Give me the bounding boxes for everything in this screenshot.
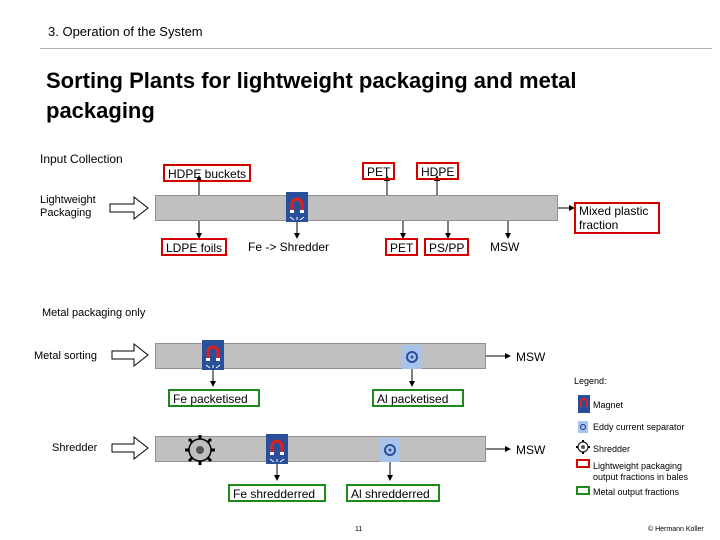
page-number: 11 xyxy=(355,526,363,533)
output-msw-lightweight: MSW xyxy=(490,240,520,254)
input-arrow-lightweight xyxy=(109,195,149,221)
output-fe-packetised: Fe packetised xyxy=(168,389,260,407)
footer-author: © Hermann Koller xyxy=(648,526,704,533)
input-arrow-metal-sorting xyxy=(111,342,149,368)
legend-magnet-icon xyxy=(578,395,590,413)
output-ps-pp: PS/PP xyxy=(424,238,470,256)
eddy-current-separator-icon xyxy=(402,345,422,369)
output-hdpe: HDPE xyxy=(416,162,460,180)
eddy-current-separator-icon xyxy=(380,438,400,462)
shredder-msw: MSW xyxy=(516,443,546,457)
lightweight-input-label: Lightweight Packaging xyxy=(40,194,96,219)
legend-eddy: Eddy current separator xyxy=(593,422,685,432)
legend-eddy-icon xyxy=(578,421,588,433)
page-title: Sorting Plants for lightweight packaging… xyxy=(46,68,577,123)
section-header: 3. Operation of the System xyxy=(48,24,203,39)
legend-red-box xyxy=(576,459,590,468)
output-pet-bottom: PET xyxy=(385,238,419,256)
header-divider xyxy=(40,48,712,49)
input-collection-label: Input Collection xyxy=(40,152,123,166)
output-ldpe-foils: LDPE foils xyxy=(161,238,228,256)
legend-shredder: Shredder xyxy=(593,444,631,454)
conveyor-belt-lightweight xyxy=(155,195,558,221)
magnet-icon xyxy=(286,192,308,222)
output-fe-shredderred: Fe shredderred xyxy=(228,484,326,502)
metal-sorting-msw: MSW xyxy=(516,350,546,364)
output-mixed-plastic: Mixed plastic fraction xyxy=(574,202,660,234)
output-pet-top: PET xyxy=(362,162,396,180)
legend-title: Legend: xyxy=(574,376,607,386)
input-arrow-shredder xyxy=(111,435,149,461)
output-al-packetised: Al packetised xyxy=(372,389,464,407)
shredder-input-label: Shredder xyxy=(52,442,98,454)
metal-only-label: Metal packaging only xyxy=(42,307,146,319)
shredder-gear-icon xyxy=(184,434,216,466)
legend-green-box xyxy=(576,486,590,495)
metal-sorting-input-label: Metal sorting xyxy=(34,350,97,362)
output-al-shredderred: Al shredderred xyxy=(346,484,440,502)
magnet-icon xyxy=(266,434,288,464)
legend-metal: Metal output fractions xyxy=(593,487,680,497)
legend-magnet: Magnet xyxy=(593,400,624,410)
legend-shredder-icon xyxy=(576,440,590,454)
output-hdpe-buckets: HDPE buckets xyxy=(163,164,252,182)
output-fe-shredder: Fe -> Shredder xyxy=(248,240,330,254)
legend-lightweight: Lightweight packaging output fractions i… xyxy=(593,461,689,482)
magnet-icon xyxy=(202,340,224,370)
